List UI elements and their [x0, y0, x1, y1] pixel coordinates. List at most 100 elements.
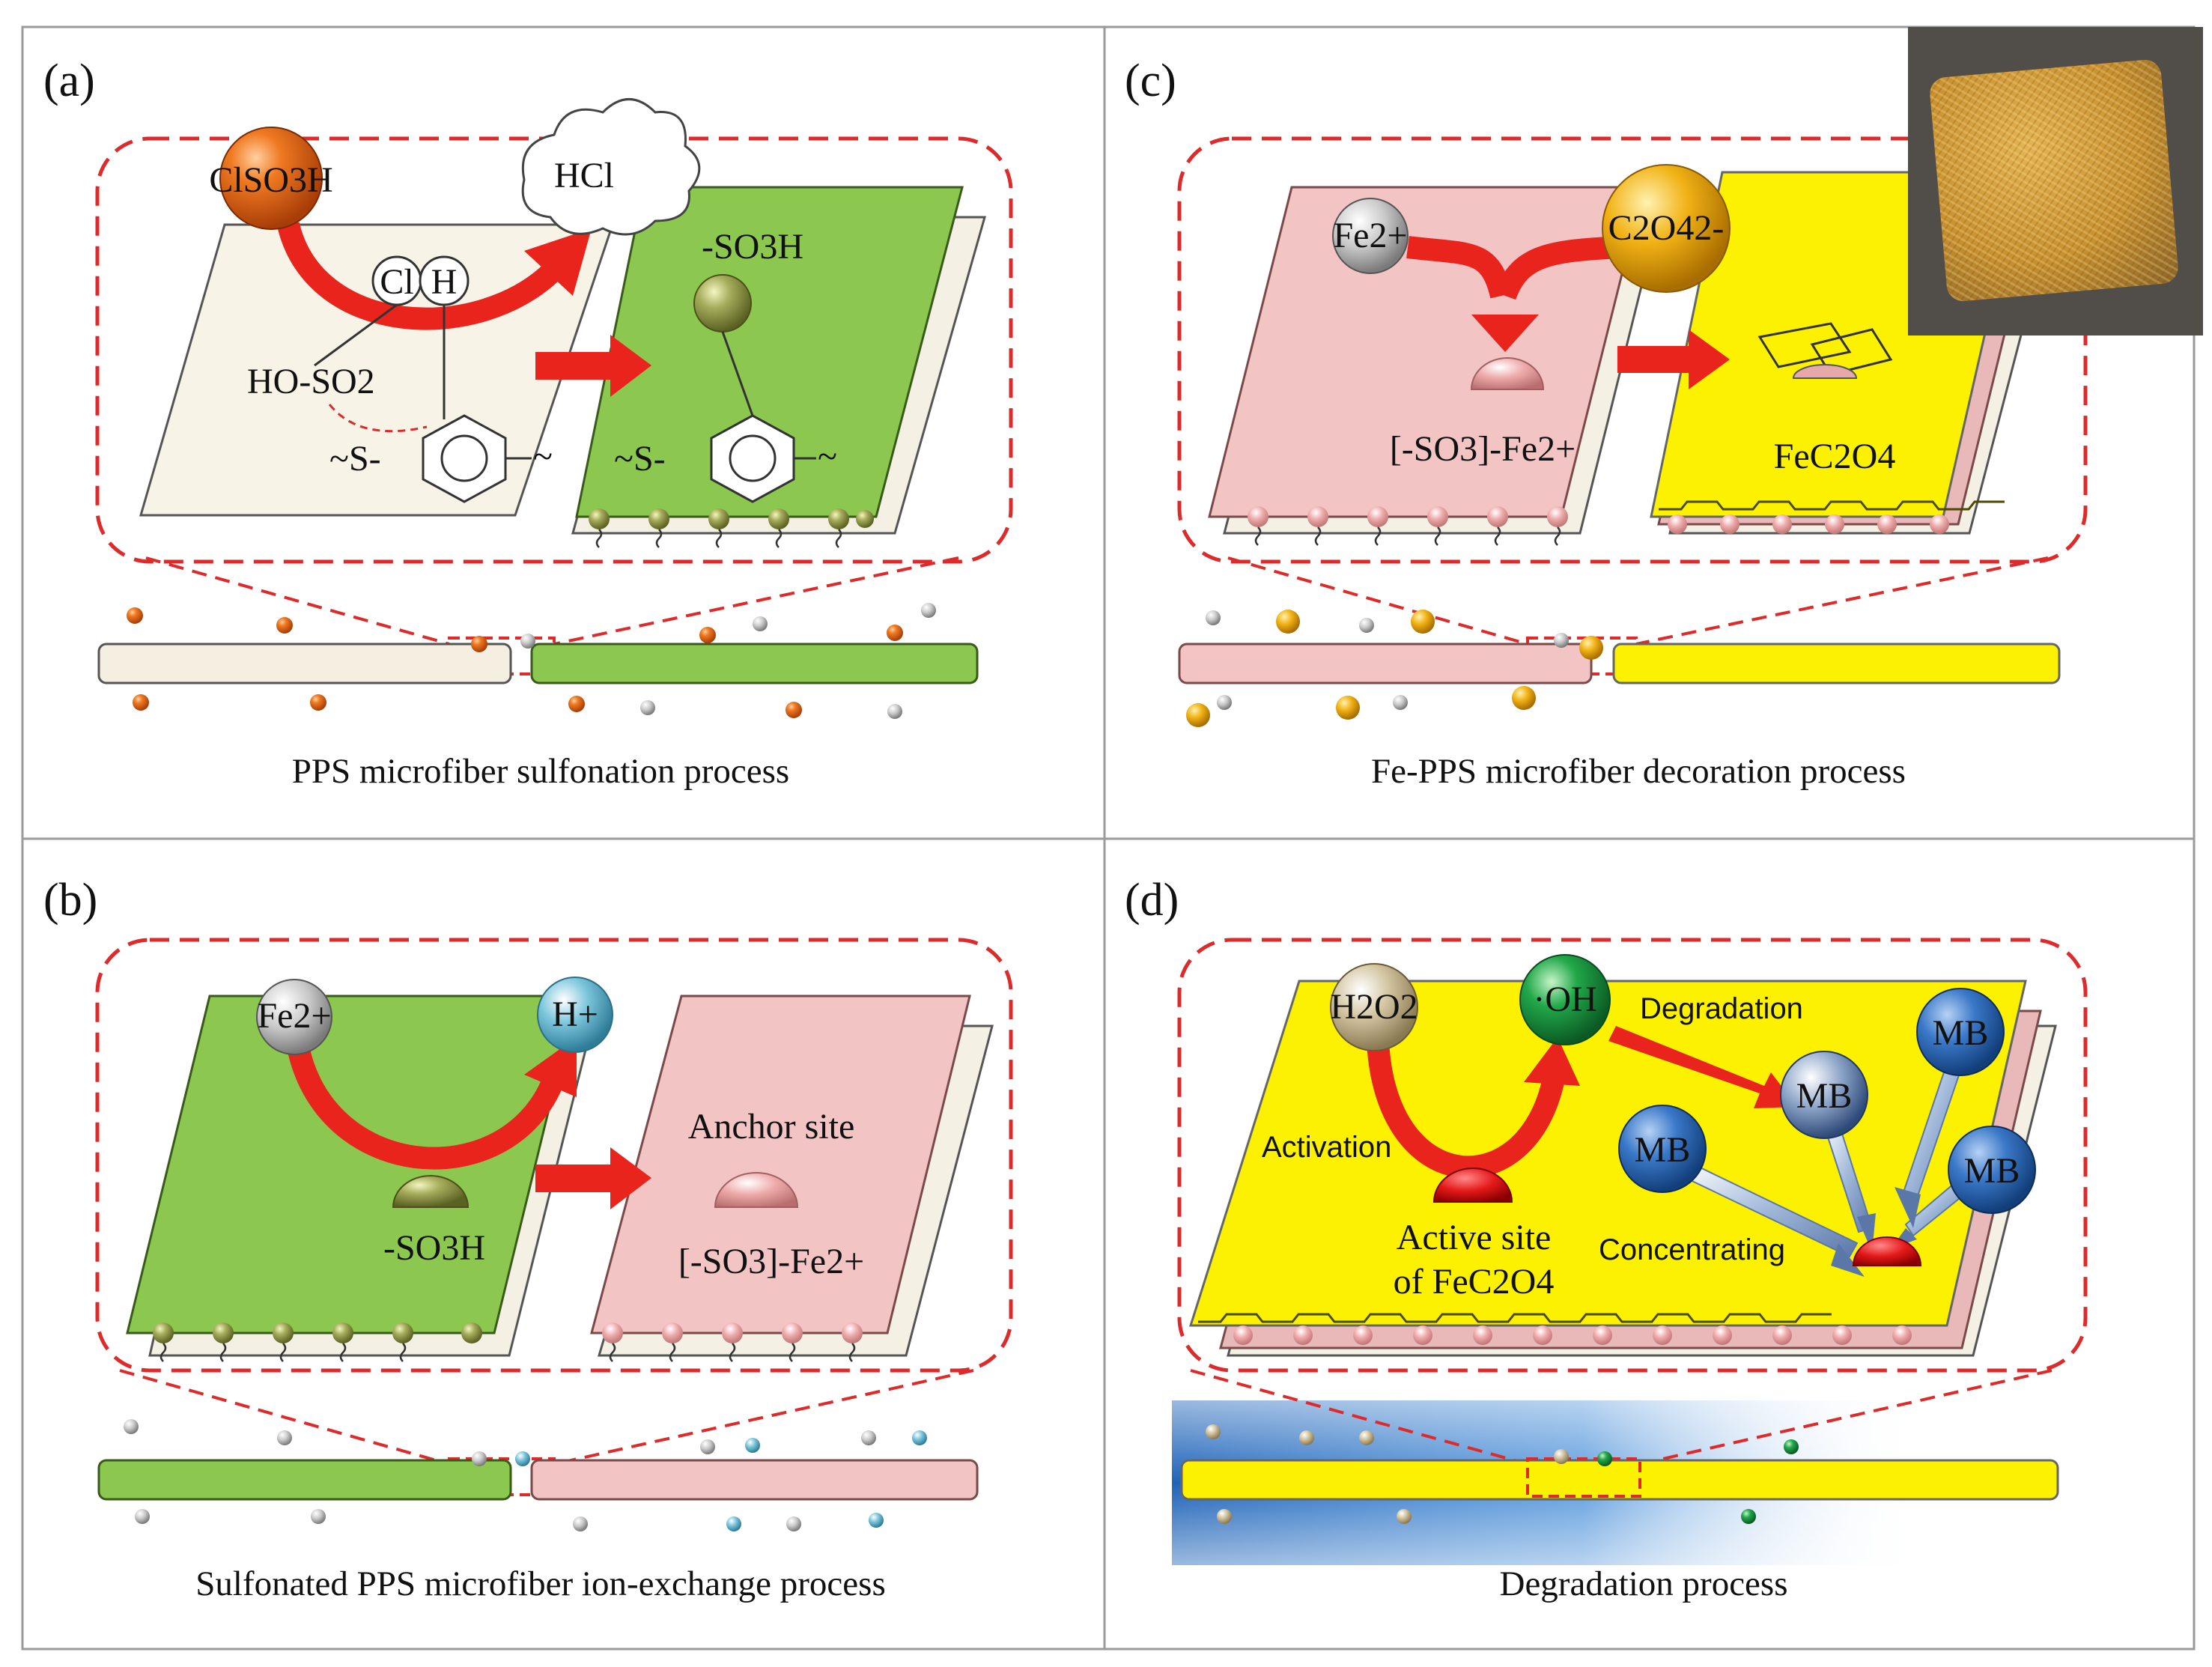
particles-a [127, 603, 936, 719]
mb-sphere-1 [1916, 988, 2005, 1076]
dashed-curve-a [328, 404, 428, 433]
caption-d: Degradation process [1500, 1564, 1788, 1603]
h-ion-sphere [537, 977, 613, 1053]
particles-d [1206, 1424, 1799, 1524]
hydroxyl-sphere [1519, 954, 1611, 1045]
panel-c: (c) Fe2+ C2O42- [-SO3]-Fe2+ FeC2O4 [1125, 55, 2088, 791]
fe-ion-label-b: Fe2+ [257, 996, 331, 1036]
mb-label-4: MB [1964, 1151, 2020, 1191]
fiber-pink-c [1178, 643, 1593, 684]
chain-right-a: ~S- [614, 439, 666, 479]
hoso2-label: HO-SO2 [247, 362, 375, 401]
fiber-cream-a [97, 643, 512, 684]
chain-left-a: ~S- [329, 439, 381, 479]
concentrating-step-label: Concentrating [1599, 1233, 1785, 1266]
fe-ion-sphere-b [256, 979, 332, 1055]
particles-c [1186, 610, 1603, 727]
active-site-label-2: of FeC2O4 [1394, 1262, 1555, 1302]
degradation-arrow [1608, 1026, 1797, 1108]
hcl-label: HCl [554, 156, 614, 195]
sheet-exchanged [590, 995, 971, 1334]
active-site-label-1: Active site [1397, 1218, 1552, 1257]
fiber-yellow-d [1180, 1459, 2059, 1501]
arrowhead-b [524, 1037, 577, 1097]
fe-site-label: [-SO3]-Fe2+ [1390, 429, 1576, 469]
fiber-green-a [530, 643, 979, 684]
cl-label: Cl [380, 262, 413, 302]
sponge-photo-inset [1908, 27, 2203, 335]
zoom-box-d [1526, 1457, 1641, 1498]
active-site-dome [1432, 1167, 1513, 1203]
sulfonic-sphere [693, 274, 752, 333]
mb-label-3: MB [1635, 1130, 1691, 1170]
h-label: H [431, 262, 458, 302]
sulfonic-group-label: -SO3H [702, 227, 803, 267]
product-label-c: FeC2O4 [1774, 437, 1896, 476]
process-arrow-c [1617, 330, 1730, 389]
caption-c: Fe-PPS microfiber decoration process [1371, 752, 1906, 791]
tethered-groups-c [1248, 500, 2005, 546]
fiber-pink-b [530, 1459, 979, 1501]
activation-step-label: Activation [1262, 1131, 1391, 1164]
sheet-sulfonated [575, 186, 964, 518]
zoom-line-c1 [1227, 556, 1528, 646]
particles-b [124, 1419, 927, 1531]
bond-sulfonic [721, 331, 754, 416]
fe-ion-sphere-c [1332, 198, 1409, 274]
panel-b-label: (b) [43, 875, 97, 926]
degradation-step-label: Degradation [1640, 992, 1803, 1025]
panel-a: (a) ClSO3H HCl Cl H HO-SO2 [43, 55, 1013, 791]
arrowhead-a [524, 228, 592, 296]
benzene-ring-right: ~ [710, 414, 837, 503]
mb-label-1: MB [1933, 1013, 1989, 1053]
fe-ion-label-c: Fe2+ [1333, 216, 1407, 255]
caption-a: PPS microfiber sulfonation process [292, 752, 789, 791]
h2o2-sphere [1330, 963, 1418, 1051]
sulfonic-dome-b [392, 1175, 470, 1208]
mb-sphere-4 [1948, 1126, 2036, 1214]
h-ion-label: H+ [552, 995, 598, 1034]
process-arrow-b [535, 1147, 651, 1209]
activation-arrow [1367, 1040, 1565, 1179]
anchor-site-label: Anchor site [688, 1107, 855, 1147]
tethered-groups-b [153, 1323, 863, 1362]
zoom-line-b2 [553, 1369, 974, 1466]
merge-arrow-c [1406, 236, 1622, 300]
zoom-frame-b [95, 938, 1013, 1373]
svg-text:~: ~ [818, 437, 837, 476]
mb-sphere-2 [1780, 1051, 1868, 1139]
chlorosulfonic-acid-sphere [219, 127, 323, 230]
anchor-group-label: [-SO3]-Fe2+ [678, 1242, 864, 1281]
caption-b: Sulfonated PPS microfiber ion-exchange p… [195, 1564, 886, 1603]
sulfonic-label-b: -SO3H [383, 1228, 485, 1268]
process-arrow-a [535, 335, 651, 397]
hydroxyl-label: ·OH [1533, 980, 1596, 1019]
fe-site-dome [1470, 357, 1545, 390]
bond-cl [314, 303, 398, 367]
panel-d-label: (d) [1125, 875, 1179, 926]
fiber-yellow-c [1612, 643, 2061, 684]
reaction-arrow-a [277, 222, 562, 330]
panel-a-label: (a) [43, 55, 95, 106]
tethered-groups-d [1198, 1313, 1912, 1345]
oxalate-label: C2O42- [1608, 208, 1725, 248]
zoom-frame-d [1177, 938, 2088, 1373]
sheet-sulfonated-b [126, 995, 578, 1334]
fiber-green-b [97, 1459, 512, 1501]
target-site-dome [1852, 1236, 1922, 1266]
zoom-line-a2 [553, 556, 959, 646]
zoom-line-d1 [1190, 1369, 1528, 1466]
anchor-dome [714, 1172, 799, 1208]
panel-d: (d) H2O2 ·OH Degradation Activation Acti… [1125, 875, 2088, 1603]
mb-sphere-3 [1618, 1105, 1707, 1193]
sponge-photo [1928, 58, 2180, 303]
panel-c-label: (c) [1125, 55, 1176, 106]
tilde-right-a1: ~ [533, 437, 553, 476]
tethered-sulfo-groups-a [589, 508, 874, 548]
oxalate-sphere [1602, 164, 1731, 293]
zoom-line-a1 [145, 556, 450, 646]
h2o2-label: H2O2 [1330, 987, 1418, 1027]
mb-label-2: MB [1796, 1076, 1853, 1116]
arrowhead-c [1471, 315, 1539, 352]
